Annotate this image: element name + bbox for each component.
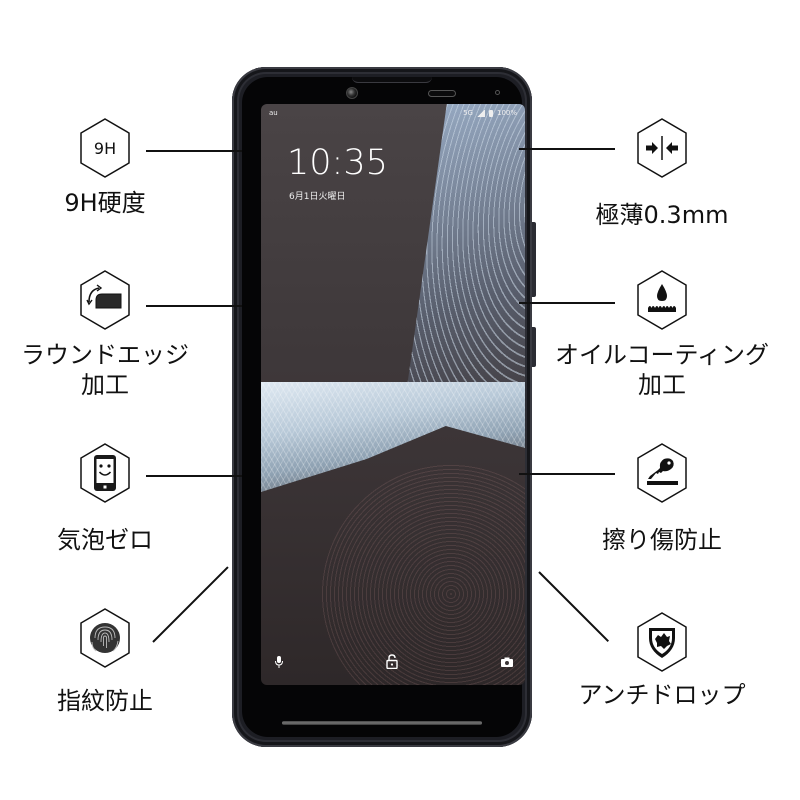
feature-ultra-thin: 極薄0.3mm (577, 118, 747, 230)
connector-round-edge (146, 305, 242, 307)
top-notch (352, 77, 432, 83)
oil-drop-icon (637, 270, 687, 330)
feature-label: 極薄0.3mm (595, 201, 729, 229)
svg-text:9H: 9H (94, 139, 116, 158)
connector-9h (146, 150, 242, 152)
feature-anti-drop: アンチドロップ (557, 612, 767, 710)
wallpaper-wave-right (401, 104, 525, 424)
power-button (532, 327, 536, 367)
status-indicators: 5G 100% (463, 109, 517, 117)
battery-icon (488, 109, 493, 117)
connector-scratch (519, 473, 615, 475)
battery-label: 100% (496, 109, 517, 117)
lock-screen: au 5G 100% 10:35 6月1日火曜日 (261, 104, 525, 685)
proximity-sensor (495, 90, 500, 95)
9h-hardness-icon: 9H (80, 118, 130, 178)
feature-label: アンチドロップ (578, 681, 746, 709)
bottom-speaker (282, 721, 482, 725)
shield-icon (637, 612, 687, 672)
lock-clock: 10:35 (287, 143, 388, 183)
feature-bubble-free: 気泡ゼロ (40, 443, 170, 555)
phone-mockup: au 5G 100% 10:35 6月1日火曜日 (232, 67, 536, 747)
feature-label: 気泡ゼロ (57, 526, 153, 554)
connector-oil (519, 302, 615, 304)
lock-shortcuts (261, 643, 525, 685)
bubble-free-phone-icon (80, 443, 130, 503)
connector-bubble (146, 475, 242, 477)
carrier-label: au (269, 109, 278, 117)
round-edge-icon (80, 270, 130, 330)
key-scratch-icon (637, 443, 687, 503)
feature-label: 9H硬度 (64, 189, 146, 217)
feature-9h-hardness: 9H 9H硬度 (40, 118, 170, 218)
feature-anti-fingerprint: 指紋防止 (40, 608, 170, 716)
feature-label: 指紋防止 (57, 687, 153, 715)
feature-label: ラウンドエッジ (21, 341, 189, 369)
status-bar: au 5G 100% (261, 104, 525, 122)
signal-icon (476, 109, 485, 117)
lock-icon[interactable] (386, 654, 398, 673)
feature-round-edge: ラウンドエッジ 加工 (0, 270, 210, 400)
feature-label-line2: 加工 (81, 371, 129, 399)
feature-label: 擦り傷防止 (602, 526, 722, 554)
feature-label: オイルコーティング (554, 341, 770, 369)
earpiece (428, 90, 456, 97)
lock-date: 6月1日火曜日 (289, 192, 346, 202)
front-camera (346, 87, 358, 99)
connector-thin (519, 148, 615, 150)
fingerprint-icon (80, 608, 130, 668)
feature-oil-coating: オイルコーティング 加工 (537, 270, 787, 400)
mic-icon[interactable] (275, 653, 283, 672)
camera-icon[interactable] (501, 652, 513, 671)
thin-arrows-icon (637, 118, 687, 178)
network-label: 5G (463, 109, 473, 117)
feature-label-line2: 加工 (638, 371, 686, 399)
volume-button (532, 222, 536, 297)
feature-scratch-resistant: 擦り傷防止 (577, 443, 747, 555)
phone-bezel: au 5G 100% 10:35 6月1日火曜日 (242, 77, 525, 737)
